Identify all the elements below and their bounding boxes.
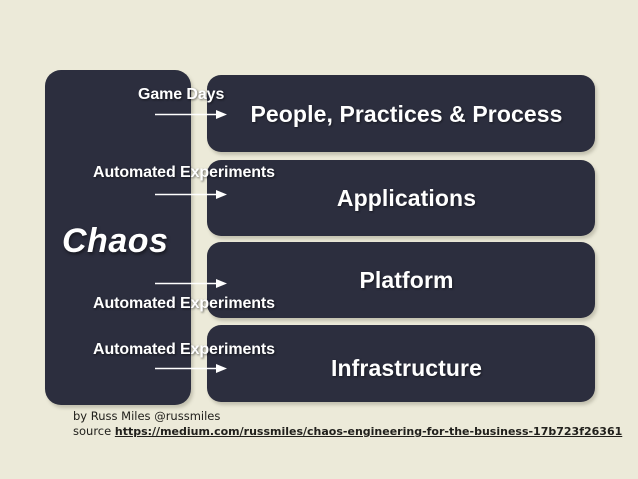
chaos-panel (45, 70, 191, 405)
layer-panel-infrastructure (207, 325, 595, 402)
caption-block: by Russ Miles @russmiles source https://… (73, 409, 622, 439)
flow-label-automated-experiments-platform: Automated Experiments (93, 295, 275, 312)
caption-source-line: source https://medium.com/russmiles/chao… (73, 424, 622, 439)
layer-panel-people-practices-process (207, 75, 595, 152)
arrow-right-icon (155, 189, 227, 200)
arrow-right-icon (155, 109, 227, 120)
layer-title-people-practices-process: People, Practices & Process (250, 101, 563, 127)
chaos-label: Chaos (62, 222, 169, 260)
layer-panel-applications (207, 160, 595, 236)
flow-label-game-days: Game Days (138, 86, 225, 103)
arrow-right-icon (155, 278, 227, 289)
flow-label-automated-experiments-applications: Automated Experiments (93, 164, 275, 181)
arrow-right-icon (155, 363, 227, 374)
layer-title-applications: Applications (336, 185, 477, 211)
flow-label-automated-experiments-infrastructure: Automated Experiments (93, 341, 275, 358)
caption-source-prefix: source (73, 424, 115, 438)
layer-title-infrastructure: Infrastructure (331, 355, 482, 381)
layer-panel-platform (207, 242, 595, 318)
source-link[interactable]: https://medium.com/russmiles/chaos-engin… (114, 425, 623, 438)
layer-title-platform: Platform (359, 267, 454, 293)
caption-byline: by Russ Miles @russmiles (73, 409, 221, 423)
